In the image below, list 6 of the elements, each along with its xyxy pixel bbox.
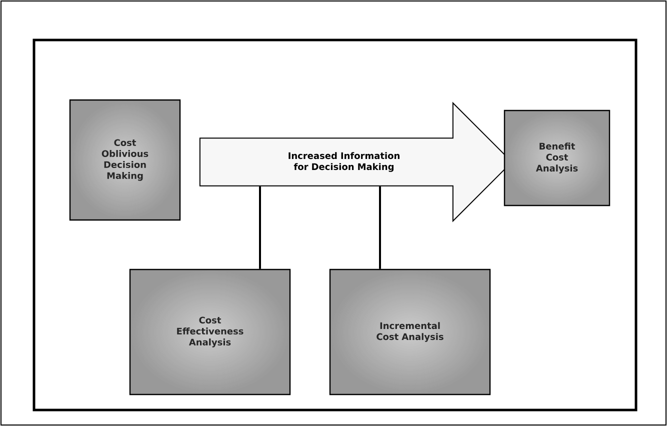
process-box: Incremental Cost Analysis <box>329 268 491 396</box>
connector-line <box>259 186 261 269</box>
connector-line <box>379 186 381 269</box>
process-box: Cost Effectiveness Analysis <box>129 268 291 396</box>
process-box: Cost Oblivious Decision Making <box>69 99 181 221</box>
process-box: Benefit Cost Analysis <box>504 110 610 206</box>
